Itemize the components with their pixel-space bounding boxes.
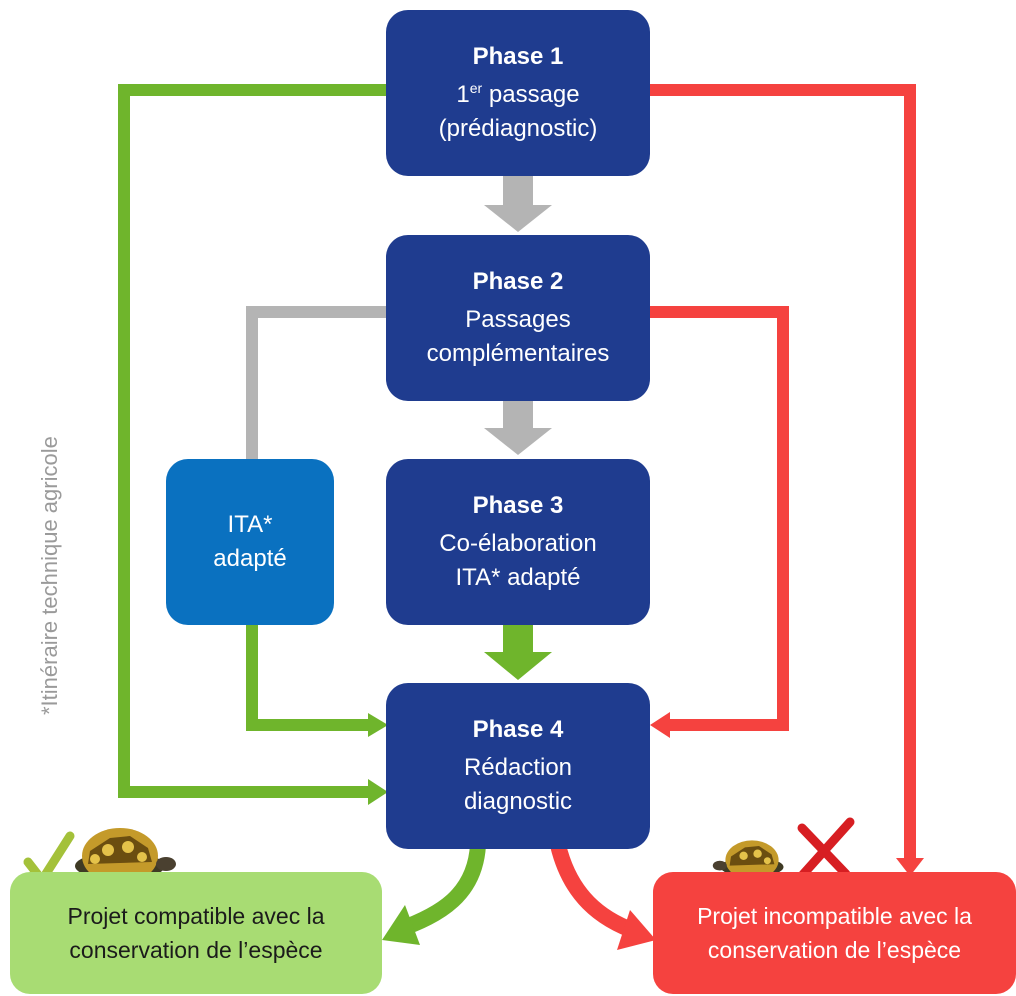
- phase1-line2: (prédiagnostic): [438, 115, 598, 142]
- phase2-title: Phase 2: [472, 268, 564, 295]
- ita-box: ITA* adapté: [166, 459, 334, 625]
- phase2-line1: Passages: [465, 306, 571, 333]
- outcome-compatible-line2: conservation de l’espèce: [69, 937, 323, 963]
- ita-line2: adapté: [213, 545, 287, 572]
- red-line-phase2-phase4: [650, 306, 789, 738]
- ita-line1: ITA*: [227, 511, 273, 538]
- grey-line-phase2-ita: [246, 306, 388, 460]
- phase3-box: Phase 3 Co-élaboration ITA* adapté: [386, 459, 650, 625]
- phase2-line2: complémentaires: [426, 340, 610, 367]
- phase4-title: Phase 4: [472, 716, 564, 743]
- green-curve-phase4-outcome: [382, 844, 486, 945]
- tortoise-small-icon: [712, 840, 784, 880]
- grey-arrow-2-3: [484, 400, 552, 455]
- phase3-line1: Co-élaboration: [439, 530, 597, 557]
- outcome-compatible-box: Projet compatible avec la conservation d…: [10, 872, 382, 994]
- phase4-line2: diagnostic: [463, 788, 573, 815]
- footnote: *Itinéraire technique agricole: [37, 436, 62, 715]
- outcome-incompatible-line2: conservation de l’espèce: [707, 937, 962, 963]
- red-loop-phase1-outcome: [650, 84, 924, 876]
- red-curve-phase4-outcome: [550, 842, 656, 950]
- phase1-line1: 1er passage: [456, 80, 580, 108]
- green-arrow-3-4: [484, 624, 552, 680]
- phase1-title: Phase 1: [472, 43, 564, 70]
- outcome-incompatible-line1: Projet incompatible avec la: [697, 903, 972, 929]
- phase4-line1: Rédaction: [463, 754, 573, 781]
- green-line-ita-phase4: [246, 624, 388, 737]
- phase4-box: Phase 4 Rédaction diagnostic: [386, 683, 650, 849]
- phase2-box: Phase 2 Passages complémentaires: [386, 235, 650, 401]
- phase3-title: Phase 3: [472, 492, 564, 519]
- phase3-line2: ITA* adapté: [455, 564, 581, 591]
- cross-icon: [793, 817, 855, 885]
- outcome-incompatible-box: Projet incompatible avec la conservation…: [653, 872, 1016, 994]
- phase1-box: Phase 1 1er passage (prédiagnostic): [386, 10, 650, 176]
- grey-arrow-1-2: [484, 175, 552, 232]
- outcome-compatible-line1: Projet compatible avec la: [67, 903, 325, 929]
- green-loop-phase1-phase4: [118, 84, 388, 805]
